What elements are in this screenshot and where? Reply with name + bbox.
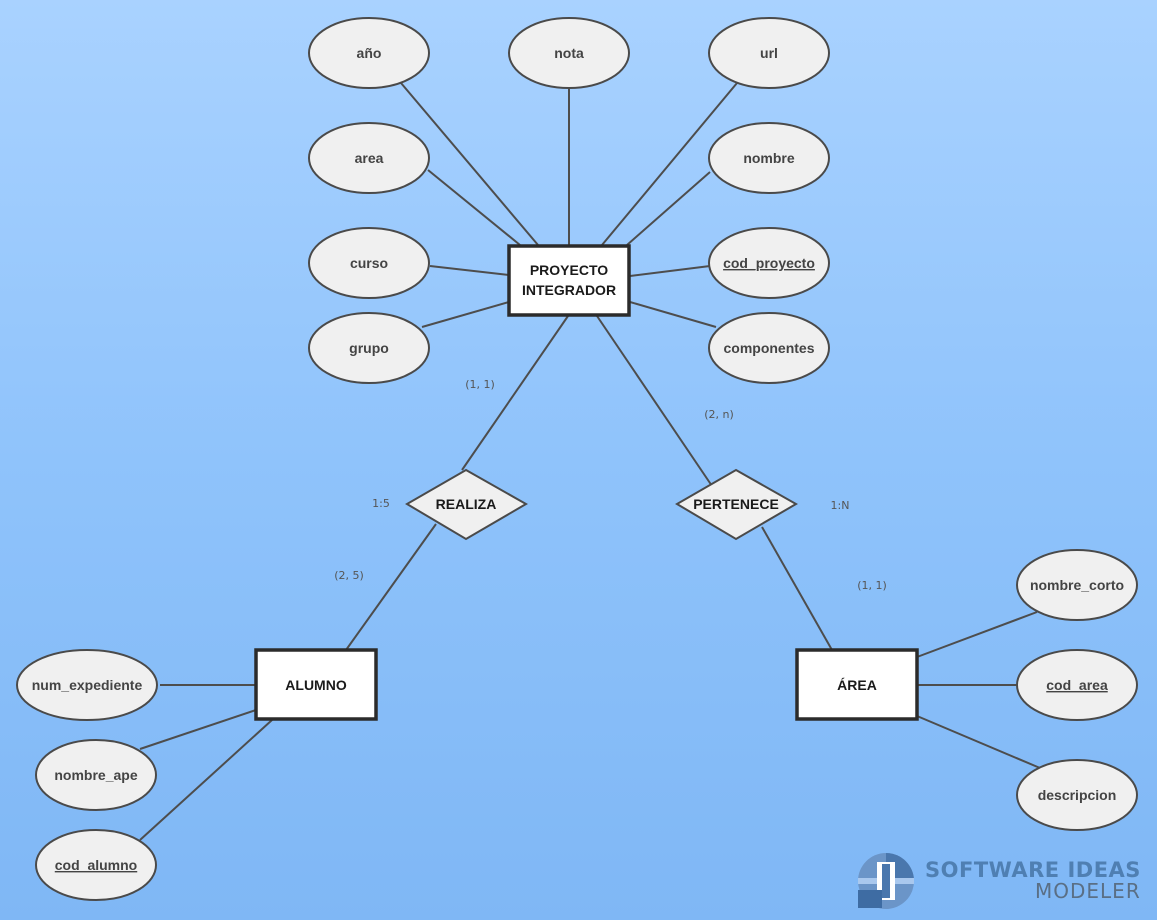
svg-text:url: url: [760, 45, 778, 61]
relationship-realiza[interactable]: REALIZA: [405, 468, 529, 541]
svg-text:area: area: [355, 150, 384, 166]
svg-text:PERTENECE: PERTENECE: [693, 496, 779, 512]
link-grupo: [421, 301, 510, 328]
cardinality-proyecto-pertenece: (2, n): [704, 408, 734, 421]
svg-text:nota: nota: [554, 45, 584, 61]
svg-text:componentes: componentes: [723, 340, 814, 356]
link-proyecto-realiza: [461, 315, 569, 471]
attribute-nombre[interactable]: nombre: [708, 122, 830, 194]
svg-text:curso: curso: [350, 255, 388, 271]
attribute-url[interactable]: url: [708, 17, 830, 89]
attribute-nombre-ape[interactable]: nombre_ape: [35, 739, 157, 811]
svg-text:ÁREA: ÁREA: [837, 677, 877, 693]
link-nombre-corto: [916, 611, 1038, 658]
attribute-componentes[interactable]: componentes: [708, 312, 830, 384]
svg-text:nombre_ape: nombre_ape: [54, 767, 137, 783]
attribute-num-expediente[interactable]: num_expediente: [16, 649, 158, 721]
attribute-curso[interactable]: curso: [308, 227, 430, 299]
link-cod-proyecto: [629, 265, 711, 277]
attribute-descripcion[interactable]: descripcion: [1016, 759, 1138, 831]
software-ideas-modeler-logo: SOFTWARE IDEAS MODELER: [855, 850, 1150, 912]
svg-text:INTEGRADOR: INTEGRADOR: [522, 282, 616, 298]
attribute-cod-alumno[interactable]: cod_alumno: [35, 829, 157, 901]
svg-text:REALIZA: REALIZA: [436, 496, 497, 512]
svg-text:descripcion: descripcion: [1038, 787, 1117, 803]
svg-text:nombre_corto: nombre_corto: [1030, 577, 1124, 593]
attribute-grupo[interactable]: grupo: [308, 312, 430, 384]
logo-mark-icon: [858, 853, 914, 909]
connectors: [139, 82, 1041, 841]
svg-text:cod_area: cod_area: [1046, 677, 1108, 693]
attribute-area[interactable]: area: [308, 122, 430, 194]
link-cod-alumno: [139, 719, 273, 841]
link-pertenece-area: [761, 526, 833, 651]
link-area-attr: [427, 169, 521, 246]
link-curso: [429, 265, 510, 276]
svg-text:ALUMNO: ALUMNO: [285, 677, 347, 693]
ratio-realiza: 1:5: [372, 497, 390, 510]
svg-text:nombre: nombre: [743, 150, 795, 166]
link-nombre-ape: [139, 709, 257, 750]
link-proyecto-pertenece: [596, 315, 713, 487]
svg-text:año: año: [357, 45, 382, 61]
link-descripcion: [916, 715, 1041, 769]
attribute-anio[interactable]: año: [308, 17, 430, 89]
svg-text:grupo: grupo: [349, 340, 389, 356]
svg-text:cod_alumno: cod_alumno: [55, 857, 137, 873]
entity-alumno[interactable]: ALUMNO: [254, 648, 378, 721]
cardinality-alumno-realiza: (2, 5): [334, 569, 364, 582]
link-url: [601, 82, 738, 246]
link-anio: [400, 82, 539, 246]
ratio-pertenece: 1:N: [831, 499, 850, 512]
entity-area[interactable]: ÁREA: [795, 648, 919, 721]
svg-text:cod_proyecto: cod_proyecto: [723, 255, 815, 271]
svg-text:num_expediente: num_expediente: [32, 677, 143, 693]
cardinality-proyecto-realiza: (1, 1): [465, 378, 495, 391]
brand-name: SOFTWARE IDEAS: [925, 858, 1141, 882]
attribute-cod-area[interactable]: cod_area: [1016, 649, 1138, 721]
cardinality-area-pertenece: (1, 1): [857, 579, 887, 592]
svg-text:PROYECTO: PROYECTO: [530, 262, 608, 278]
entity-proyecto-integrador[interactable]: PROYECTO INTEGRADOR: [507, 244, 631, 317]
attribute-nombre-corto[interactable]: nombre_corto: [1016, 549, 1138, 621]
brand-subtitle: MODELER: [1035, 879, 1141, 903]
relationship-pertenece[interactable]: PERTENECE: [675, 468, 799, 541]
attribute-cod-proyecto[interactable]: cod_proyecto: [708, 227, 830, 299]
link-realiza-alumno: [345, 523, 437, 651]
link-nombre: [626, 171, 711, 246]
attribute-nota[interactable]: nota: [508, 17, 630, 89]
link-componentes: [629, 301, 717, 328]
